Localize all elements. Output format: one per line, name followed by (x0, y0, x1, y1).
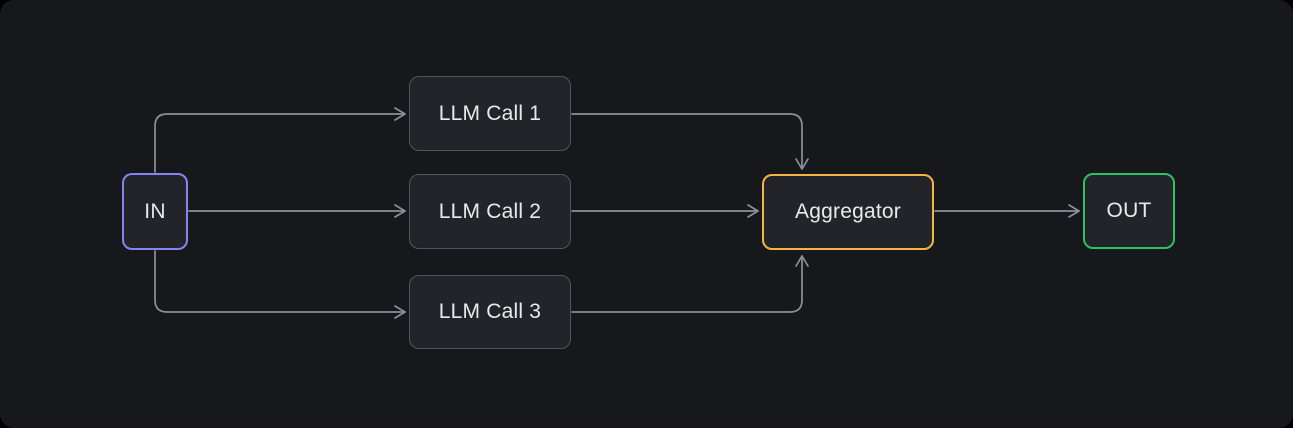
edge-llm1-aggregator (571, 113, 803, 170)
arrowhead-in-llm3 (394, 305, 406, 319)
node-llm-call-3[interactable]: LLM Call 3 (409, 275, 571, 349)
node-in[interactable]: IN (122, 173, 188, 250)
edge-in-llm1 (154, 113, 406, 173)
node-out-label: OUT (1106, 199, 1152, 222)
node-in-label: IN (144, 199, 166, 223)
node-llm-call-3-label: LLM Call 3 (438, 300, 542, 323)
edge-in-llm3 (154, 250, 406, 313)
node-llm-call-2-label: LLM Call 2 (438, 199, 542, 223)
arrowhead-in-llm1 (394, 107, 406, 121)
node-aggregator[interactable]: Aggregator (762, 174, 934, 250)
node-llm-call-1-label: LLM Call 1 (438, 101, 542, 125)
edge-llm3-aggregator (571, 255, 803, 313)
arrowhead-aggregator-out (1068, 204, 1080, 218)
arrowhead-llm2-aggregator (747, 204, 759, 218)
arrowhead-llm3-aggregator (795, 255, 809, 267)
arrowhead-in-llm2 (394, 204, 406, 218)
arrowhead-llm1-aggregator (795, 158, 809, 170)
node-out[interactable]: OUT (1083, 173, 1175, 249)
node-llm-call-2[interactable]: LLM Call 2 (409, 174, 571, 249)
node-llm-call-1[interactable]: LLM Call 1 (409, 76, 571, 151)
node-aggregator-label: Aggregator (795, 200, 901, 223)
